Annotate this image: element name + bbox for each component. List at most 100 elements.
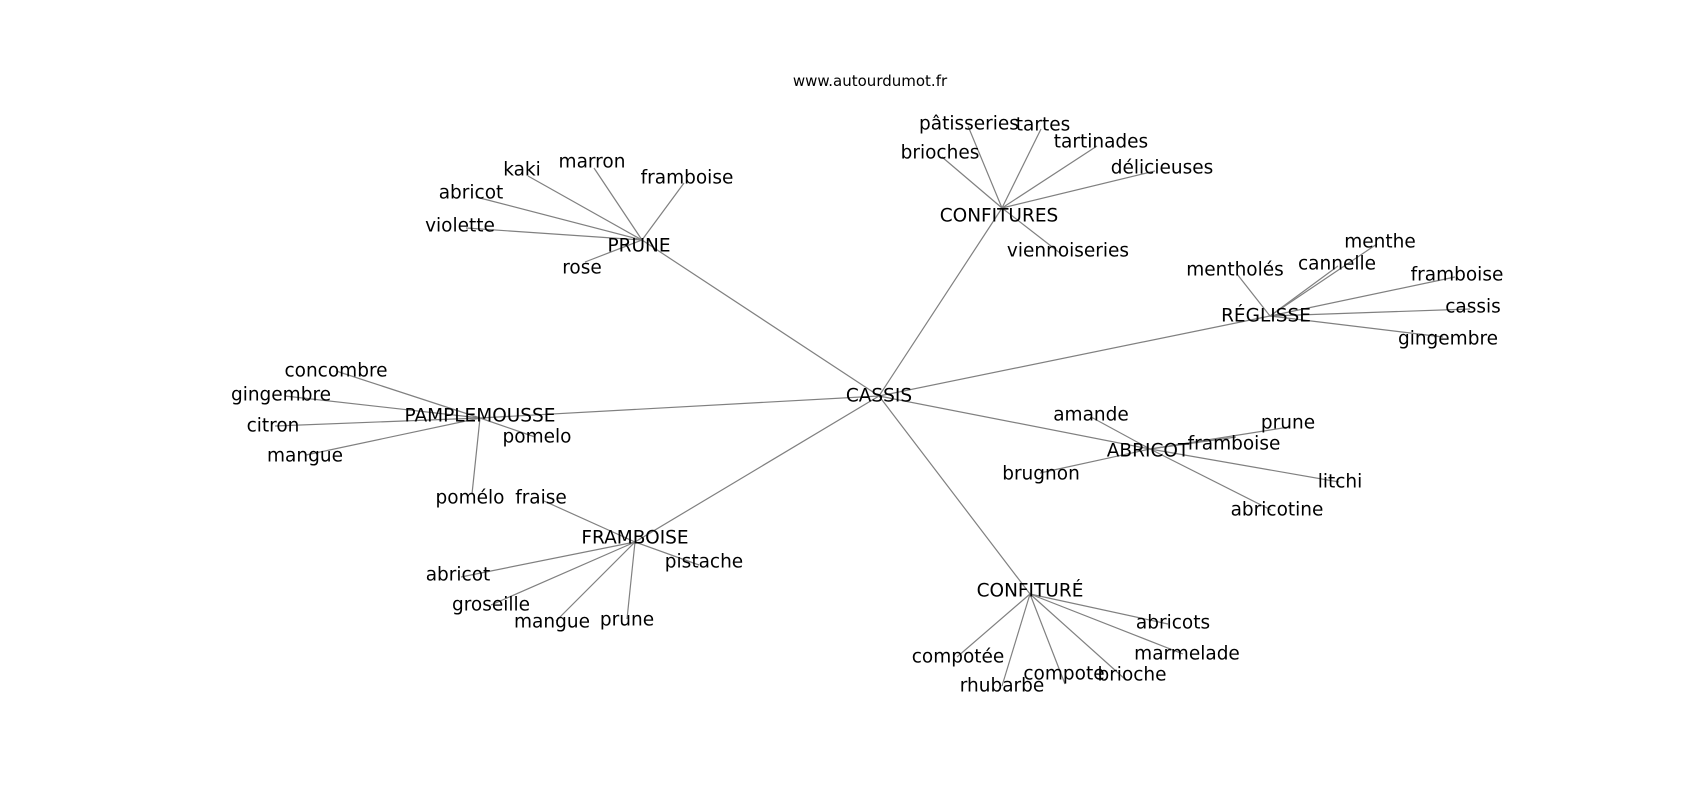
leaf-node-label: abricots [1136,613,1210,634]
edge-hub-to-leaf [475,196,643,241]
edge-hub-to-leaf [471,417,481,495]
leaf-node-label: cassis [1445,297,1501,318]
edge-center-to-hub [878,395,1151,450]
edge-center-to-hub [634,395,880,543]
edge-hub-to-leaf [1001,145,1098,209]
leaf-node-label: kaki [503,160,541,181]
leaf-node-label: mangue [267,446,343,467]
edge-center-to-hub [878,207,1003,397]
edge-hub-to-leaf [1269,315,1444,338]
hub-node-label: ABRICOT [1107,441,1190,462]
edge-hub-to-leaf [1236,273,1271,317]
source-url: www.autourdumot.fr [792,72,948,90]
hub-node-label: CONFITURÉ [977,580,1084,602]
edge-center-to-hub [878,315,1271,397]
edge-hub-to-leaf [1149,436,1237,450]
edge-hub-to-leaf [1029,593,1169,625]
edge-hub-to-leaf [1090,416,1151,450]
edge-hub-to-leaf [641,182,685,241]
leaf-node-label: amande [1053,405,1129,426]
leaf-node-label: rhubarbe [960,676,1045,697]
leaf-node-label: litchi [1318,472,1363,493]
edge-hub-to-leaf [284,395,481,419]
edge-hub-to-leaf [1029,593,1127,681]
leaf-node-label: framboise [1411,265,1504,286]
edge-hub-to-leaf [1039,448,1151,474]
leaf-node-label: prune [600,610,654,631]
leaf-node-label: brioche [1097,665,1166,686]
edges [274,125,1471,687]
edge-hub-to-leaf [1149,448,1272,511]
hub-node-label: PAMPLEMOUSSE [405,406,556,427]
leaf-node-label: framboise [1188,434,1281,455]
edge-hub-to-leaf [1269,276,1456,317]
leaf-node-label: prune [1261,413,1315,434]
edge-center-to-hub [641,239,880,397]
edge-center-to-hub [878,395,1031,595]
edge-hub-to-leaf [584,239,643,263]
leaf-node-label: pomélo [436,488,505,509]
leaf-node-label: viennoiseries [1007,241,1129,262]
leaf-node-label: violette [425,216,495,237]
hub-node-label: PRUNE [607,236,670,257]
edge-center-to-hub [479,395,880,419]
leaf-node-label: menthe [1344,232,1416,253]
leaf-node-label: brugnon [1002,464,1080,485]
leaf-node-label: compotée [912,647,1005,668]
leaf-node-label: citron [247,416,300,437]
edge-hub-to-leaf [593,167,643,241]
edge-hub-to-leaf [274,417,481,427]
leaf-node-label: marmelade [1134,644,1240,665]
leaf-node-label: fraise [515,488,567,509]
edge-hub-to-leaf [1029,593,1066,685]
leaf-node-label: tartes [1016,115,1070,136]
edge-hub-to-leaf [1269,265,1339,317]
edge-hub-to-leaf [1029,593,1184,655]
leaf-node-label: abricotine [1231,500,1324,521]
leaf-node-label: abricot [426,565,491,586]
edge-hub-to-leaf [1269,308,1471,317]
leaf-node-label: rose [562,258,602,279]
edge-hub-to-leaf [1001,170,1156,209]
leaf-node-label: pâtisseries [919,114,1019,135]
edge-hub-to-leaf [335,370,481,419]
leaf-node-label: brioches [901,143,980,164]
labels: CASSIS PRUNE kaki marron framboise abricot vio… [231,114,1503,697]
edge-hub-to-leaf [490,541,636,606]
edge-hub-to-leaf [555,541,636,622]
edge-hub-to-leaf [479,417,536,438]
leaf-node-label: cannelle [1298,254,1376,275]
edge-hub-to-leaf [460,541,636,578]
edge-hub-to-leaf [941,156,1003,209]
leaf-node-label: abricot [439,183,504,204]
edge-hub-to-leaf [967,125,1003,209]
leaf-node-label: gingembre [1398,329,1498,350]
edge-hub-to-leaf [956,593,1031,658]
leaf-node-label: compote [1023,664,1104,685]
edge-hub-to-leaf [1149,448,1340,483]
edge-hub-to-leaf [305,417,481,456]
edge-hub-to-leaf [465,227,643,241]
center-node-label: CASSIS [846,386,912,407]
leaf-node-label: tartinades [1054,132,1148,153]
leaf-node-label: pomelo [503,427,572,448]
leaf-node-label: gingembre [231,385,331,406]
leaf-node-label: concombre [284,361,387,382]
edge-hub-to-leaf [1001,593,1031,687]
leaf-node-label: groseille [452,595,530,616]
leaf-node-label: mangue [514,612,590,633]
edge-hub-to-leaf [626,541,636,620]
hub-node-label: RÉGLISSE [1221,305,1311,327]
leaf-node-label: délicieuses [1111,158,1213,179]
edge-hub-to-leaf [634,541,700,566]
edge-hub-to-leaf [1269,243,1378,317]
hub-node-label: FRAMBOISE [581,528,688,549]
leaf-node-label: framboise [641,168,734,189]
edge-hub-to-leaf [543,500,636,543]
hub-node-label: CONFITURES [940,206,1059,227]
edge-hub-to-leaf [527,175,643,241]
leaf-node-label: marron [559,152,626,173]
edge-hub-to-leaf [1001,128,1042,209]
